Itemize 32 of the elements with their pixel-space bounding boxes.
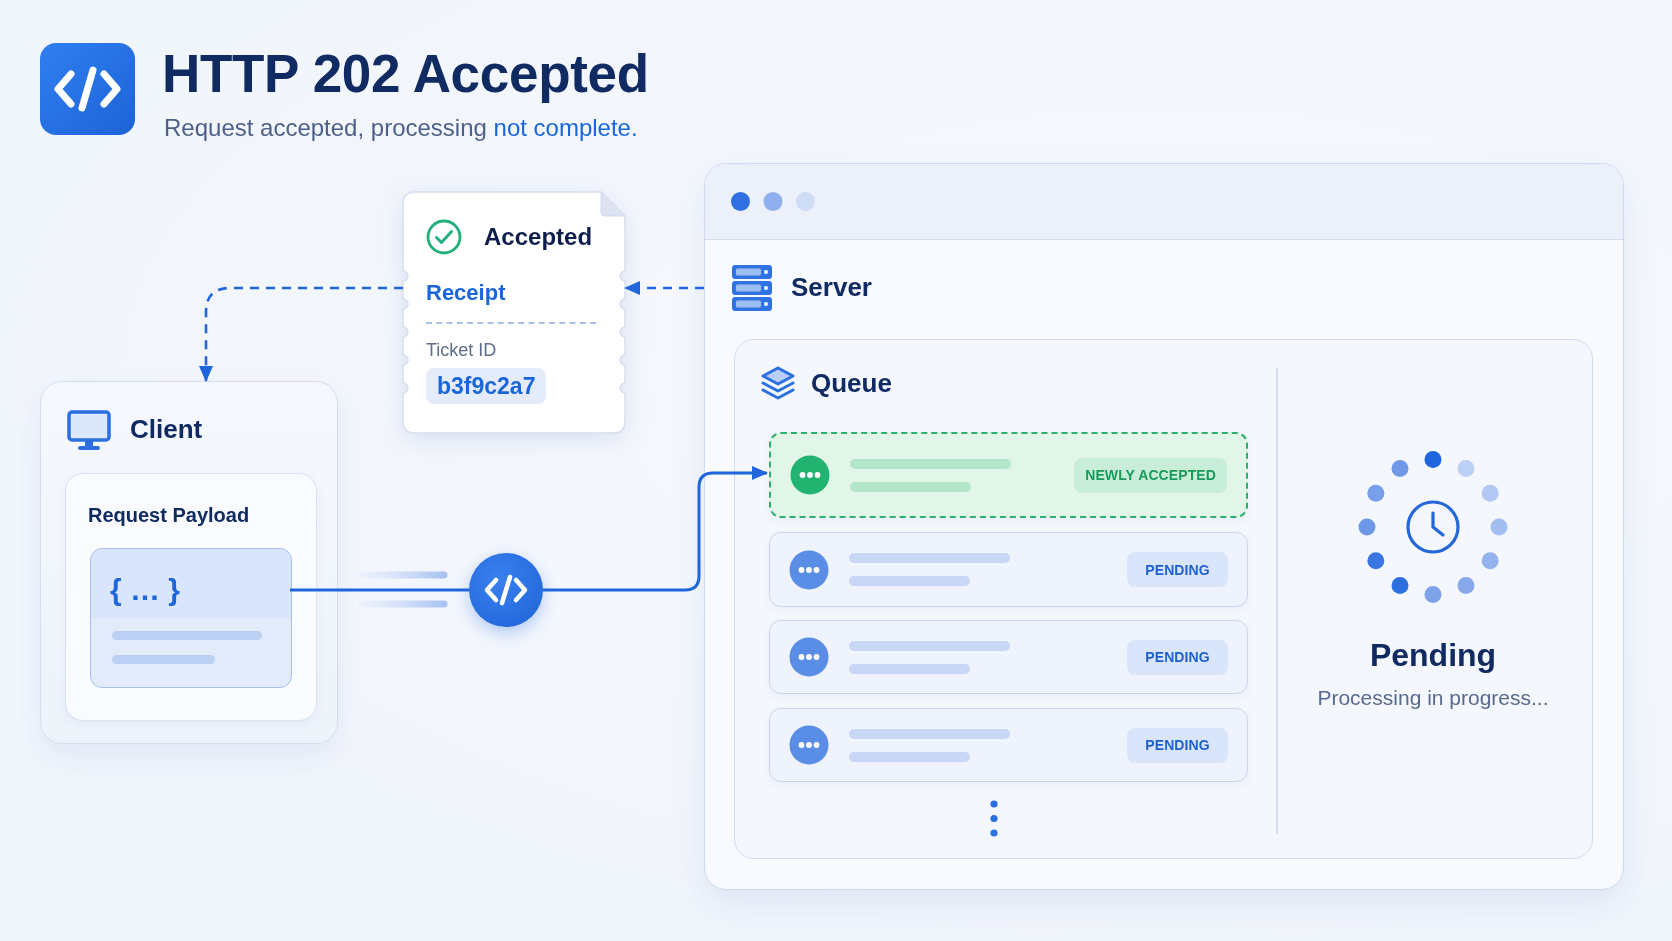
panel-heading: Request Payload (88, 503, 250, 527)
arrow (543, 466, 768, 592)
queue-row (769, 432, 1248, 518)
queue-row (769, 620, 1248, 694)
status-badge: PENDING (1127, 639, 1228, 675)
payload-card (90, 548, 292, 688)
dashed-arrow (624, 281, 704, 295)
connector-line (290, 588, 469, 592)
status-badge: PENDING (1127, 552, 1228, 587)
client-panel (40, 381, 338, 744)
ticket-label: Ticket ID (426, 339, 497, 361)
subtitle: Request accepted, processing not complete. (164, 113, 638, 143)
payload-snippet: { … } (110, 572, 181, 608)
queue-row (769, 532, 1248, 607)
page-title: HTTP 202 Accepted (162, 43, 649, 105)
queue-panel (734, 339, 1593, 859)
status-badge: NEWLY ACCEPTED (1074, 457, 1227, 493)
ticket-id: b3f9c2a7 (426, 368, 547, 404)
receipt-label: Receipt (426, 280, 506, 306)
section-heading: Queue (811, 367, 892, 400)
receipt-title: Accepted (484, 223, 593, 251)
status-heading: Pending (1369, 636, 1497, 674)
panel-heading: Client (130, 414, 203, 446)
status-badge: PENDING (1127, 727, 1228, 763)
dashed-arrow (199, 286, 403, 382)
payload-panel (65, 473, 317, 721)
section-heading: Server (791, 272, 872, 304)
code-icon (469, 553, 543, 627)
queue-row (769, 708, 1248, 782)
receipt-card (403, 192, 625, 433)
status-text: Processing in progress... (1317, 685, 1549, 711)
app-window (704, 163, 1624, 890)
